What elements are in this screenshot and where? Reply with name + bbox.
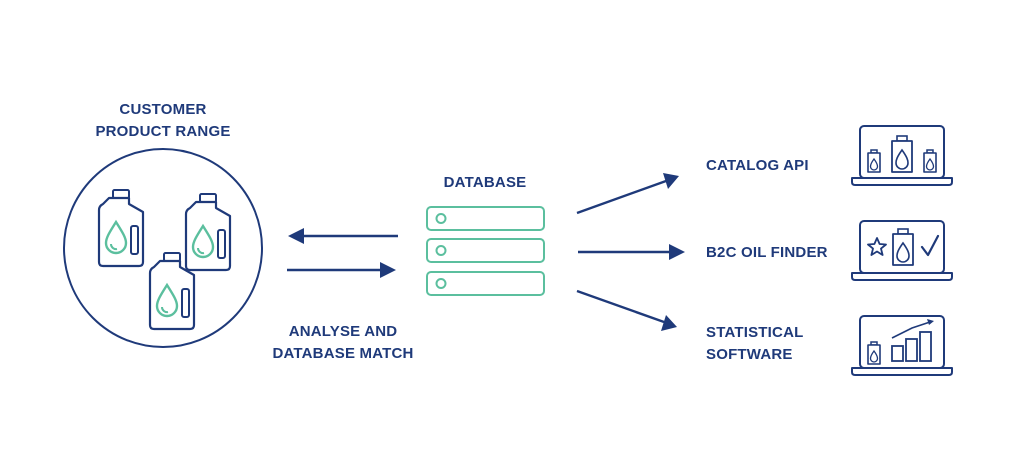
arrow-to-catalog	[576, 173, 679, 215]
send-arrow	[287, 262, 396, 278]
b2c-oil-finder-label: B2C OIL FINDER	[706, 242, 828, 264]
statistics-label-line1: STATISTICAL	[706, 324, 804, 341]
database-label: DATABASE	[425, 172, 545, 194]
statistical-software-label: STATISTICAL SOFTWARE	[706, 322, 803, 366]
statistics-label-line2: SOFTWARE	[706, 346, 793, 363]
customer-label-line2: PRODUCT RANGE	[95, 123, 231, 140]
analyse-label-line2: DATABASE MATCH	[272, 345, 414, 362]
arrow-to-statistics	[576, 289, 677, 331]
server-stack-icon	[426, 206, 545, 296]
laptop-catalog-icon	[851, 125, 953, 186]
catalog-label-line1: CATALOG API	[706, 157, 809, 174]
database-title: DATABASE	[443, 174, 527, 191]
customer-product-range-label: CUSTOMER PRODUCT RANGE	[63, 99, 263, 143]
analyse-match-label: ANALYSE AND DATABASE MATCH	[238, 321, 448, 365]
arrow-to-finder	[578, 244, 685, 260]
customer-label-line1: CUSTOMER	[119, 101, 207, 118]
return-arrow	[288, 228, 398, 244]
laptop-rating-icon	[851, 220, 953, 281]
laptop-chart-icon	[851, 315, 953, 376]
finder-label-line1: B2C OIL FINDER	[706, 244, 828, 261]
analyse-label-line1: ANALYSE AND	[288, 323, 398, 340]
catalog-api-label: CATALOG API	[706, 155, 809, 177]
